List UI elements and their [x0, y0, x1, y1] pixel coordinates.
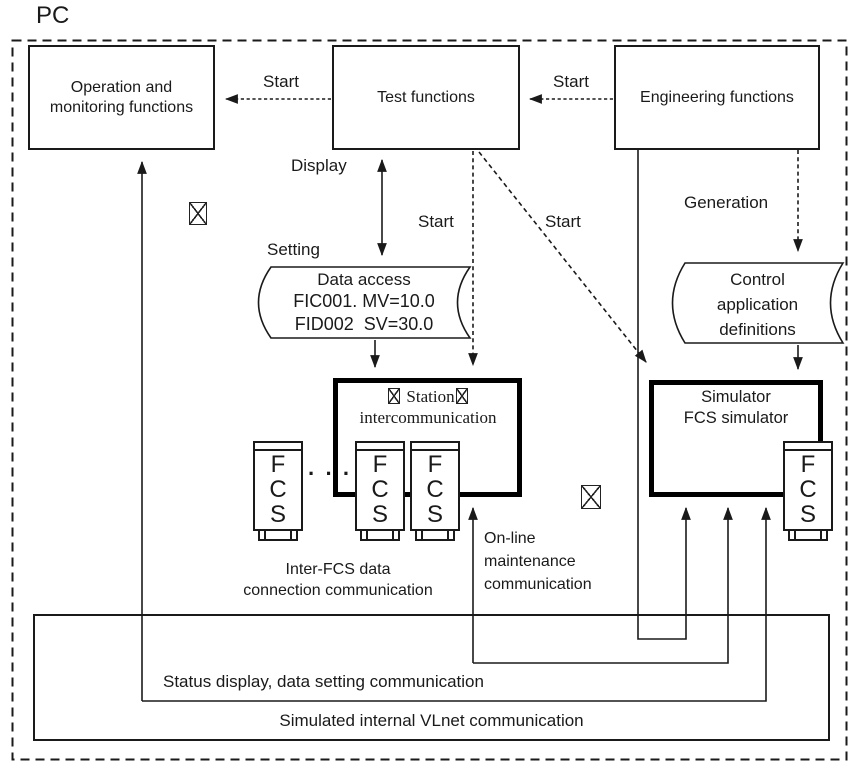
start-label-test-to-operation: Start	[263, 72, 299, 91]
ellipsis-more-fcs: · · ·	[308, 461, 353, 486]
edge-engineering-to-simulator	[637, 150, 691, 640]
station-line1: Station	[336, 386, 520, 407]
engineering-functions-label: Engineering functions	[640, 88, 794, 106]
operation-monitoring-functions-label: Operation and monitoring functions	[49, 78, 194, 116]
online-maintenance-communication-label: On-line maintenance communication	[484, 530, 592, 593]
missing-glyph-icon	[581, 485, 601, 509]
test-functions-label: Test functions	[377, 88, 475, 106]
edge-start-to-simulator	[478, 151, 647, 363]
data-access-shape	[257, 266, 472, 339]
station-word: Station	[406, 387, 455, 406]
control-definitions-text: Control application definitions	[716, 270, 799, 339]
station-line2: intercommunication	[359, 408, 497, 427]
missing-glyph-icon	[388, 388, 401, 404]
fcs-base	[258, 531, 298, 541]
fcs-base	[360, 531, 400, 541]
start-label-test-to-simulator: Start	[545, 212, 581, 231]
vlnet-box	[33, 614, 830, 741]
setting-label: Setting	[267, 240, 320, 259]
data-access-title: Data access	[317, 270, 411, 289]
vlnet-communication-label: Simulated internal VLnet communication	[279, 711, 584, 730]
display-label: Display	[291, 156, 347, 175]
station-intercommunication-text: Station intercommunication	[336, 386, 520, 428]
pc-boundary	[11, 39, 848, 761]
simulator-text: Simulator FCS simulator	[683, 388, 789, 427]
fcs-cap	[785, 443, 831, 451]
start-label-test-to-station: Start	[418, 212, 454, 231]
control-definitions-shape	[671, 262, 845, 344]
missing-glyph-icon	[189, 202, 207, 225]
data-access-text: Data access FIC001. MV=10.0 FID002 SV=30…	[258, 269, 470, 335]
operation-monitoring-functions-box: Operation and monitoring functions	[28, 45, 215, 150]
fcs-base	[415, 531, 455, 541]
edge-status-right	[142, 506, 771, 702]
edge-maintenance-right	[473, 506, 733, 664]
engineering-functions-box: Engineering functions	[614, 45, 820, 150]
status-display-communication-label: Status display, data setting communicati…	[163, 672, 484, 691]
data-access-row: FIC001. MV=10.0	[293, 291, 435, 311]
fcs-cap	[357, 443, 403, 451]
generation-label: Generation	[684, 193, 769, 212]
page-title: PC	[36, 2, 70, 29]
inter-fcs-communication-label: Inter-FCS data connection communication	[243, 561, 433, 599]
start-label-engineering-to-test: Start	[553, 72, 589, 91]
missing-glyph-icon	[455, 388, 468, 404]
fcs-cap	[255, 443, 301, 451]
fcs-cap	[412, 443, 458, 451]
test-functions-box: Test functions	[332, 45, 520, 150]
data-access-row: FID002 SV=30.0	[294, 313, 434, 334]
fcs-base	[788, 531, 828, 541]
